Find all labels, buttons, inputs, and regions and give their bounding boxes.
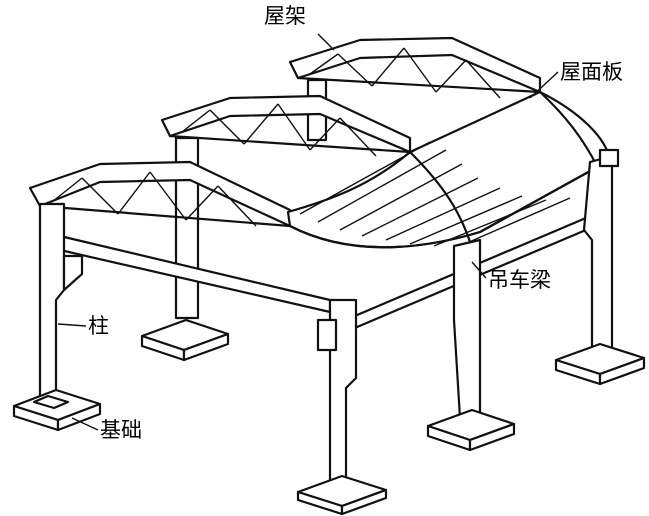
foundation-front-left	[12, 388, 102, 432]
truss-front	[28, 160, 292, 228]
truss-middle	[160, 94, 412, 157]
foundation-back-right	[554, 342, 646, 386]
foundation-front-center	[296, 474, 388, 516]
label-roof-truss: 屋架	[264, 4, 306, 28]
leader-lines	[57, 33, 559, 431]
foundation-middle-left	[140, 318, 230, 362]
truss-back	[288, 36, 542, 99]
label-roof-panel: 屋面板	[560, 60, 623, 84]
label-crane-beam: 吊车梁	[488, 268, 551, 292]
column-back-right	[582, 148, 620, 352]
label-foundation: 基础	[100, 418, 142, 442]
foundation-middle-right	[426, 408, 516, 452]
label-column: 柱	[88, 314, 109, 338]
column-front-left	[38, 202, 84, 398]
column-front-center	[316, 298, 358, 484]
roof-panels	[286, 90, 612, 249]
